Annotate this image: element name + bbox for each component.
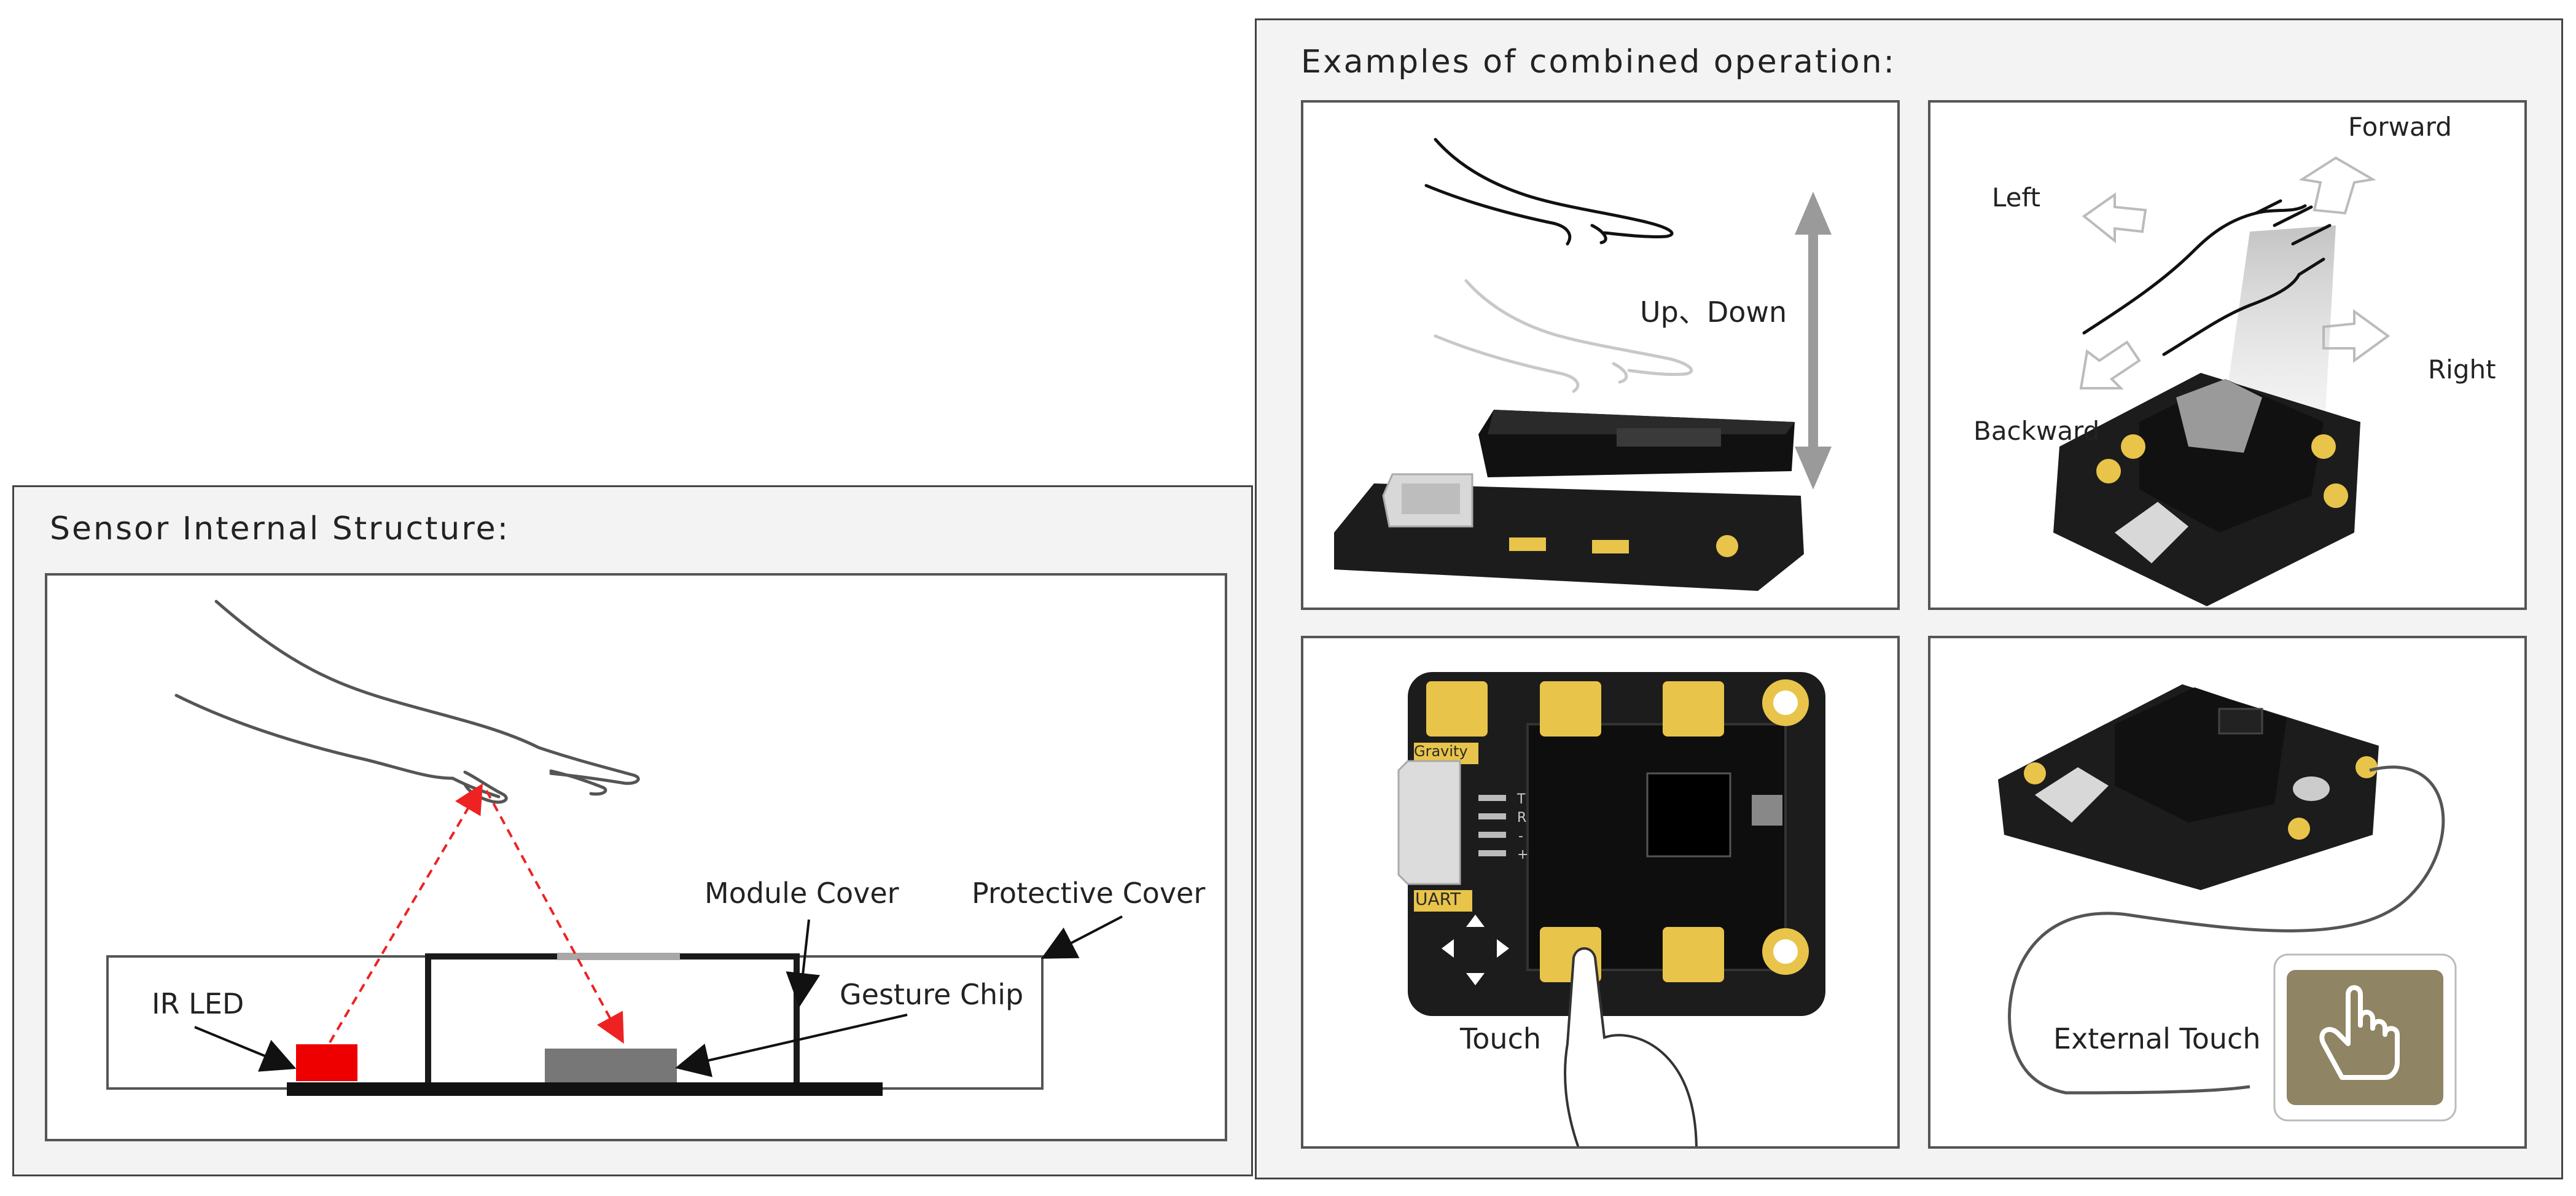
gesture-chip bbox=[545, 1049, 677, 1082]
ir-led bbox=[296, 1044, 357, 1081]
example-directions: Forward Left Right Backward bbox=[1928, 100, 2527, 610]
pin-label-3: - bbox=[1518, 829, 1523, 844]
sensor-board-icon bbox=[1397, 672, 1825, 1016]
finger-pointer-icon bbox=[2319, 985, 2400, 1080]
module-cover-window bbox=[557, 953, 680, 960]
label-forward: Forward bbox=[2348, 112, 2452, 142]
finger-pointer-icon bbox=[1564, 947, 1698, 1146]
examples-title: Examples of combined operation: bbox=[1301, 44, 1897, 80]
label-external-touch: External Touch bbox=[2053, 1022, 2261, 1055]
label-right: Right bbox=[2428, 354, 2496, 385]
ir-beam-down bbox=[485, 790, 624, 1044]
examples-panel: Examples of combined operation: bbox=[1255, 18, 2563, 1179]
pin-label-2: R bbox=[1517, 810, 1527, 826]
structure-diagram-frame: IR LED Module Cover Protective Cover Ges… bbox=[45, 573, 1227, 1141]
label-connector-gravity: Gravity bbox=[1414, 743, 1468, 760]
double-arrow-icon bbox=[1795, 192, 1832, 490]
leader-module-cover bbox=[786, 919, 821, 1007]
hand-icon bbox=[1434, 279, 1693, 393]
label-up-down: Up、Down bbox=[1640, 295, 1787, 329]
label-ir-led: IR LED bbox=[152, 987, 244, 1020]
label-backward: Backward bbox=[1973, 416, 2100, 446]
label-module-cover: Module Cover bbox=[704, 877, 899, 910]
structure-panel: Sensor Internal Structure: bbox=[12, 485, 1253, 1176]
cable-icon bbox=[2008, 765, 2445, 1095]
sensor-board-icon bbox=[1998, 684, 2379, 890]
pin-label-4: + bbox=[1517, 847, 1529, 862]
structure-diagram bbox=[106, 600, 1123, 1096]
sensor-board-icon bbox=[2053, 373, 2360, 606]
direction-arrow-icon bbox=[1442, 915, 1509, 985]
external-touch-button bbox=[2287, 970, 2443, 1105]
example-up-down: Up、Down bbox=[1301, 100, 1900, 610]
pin-label-1: T bbox=[1517, 792, 1526, 807]
label-left: Left bbox=[1992, 182, 2041, 213]
leader-ir-led bbox=[194, 1026, 297, 1072]
example-touch: Touch Gravity UART T R - + bbox=[1301, 636, 1900, 1149]
direction-arrow-icon bbox=[2079, 156, 2391, 389]
label-connector-uart: UART bbox=[1415, 889, 1461, 909]
structure-title: Sensor Internal Structure: bbox=[50, 510, 510, 547]
hand-icon bbox=[174, 600, 640, 804]
sensor-board-icon bbox=[1334, 410, 1804, 591]
label-gesture-chip: Gesture Chip bbox=[840, 978, 1024, 1011]
hand-icon bbox=[1424, 138, 1674, 246]
example-external-touch: External Touch bbox=[1928, 636, 2527, 1149]
label-protective-cover: Protective Cover bbox=[972, 877, 1206, 910]
label-touch: Touch bbox=[1460, 1022, 1542, 1055]
base-plate bbox=[287, 1082, 883, 1096]
leader-protective-cover bbox=[1040, 915, 1123, 959]
ir-beam-up bbox=[329, 783, 483, 1044]
leader-gesture-chip bbox=[675, 1014, 908, 1077]
hand-icon bbox=[2082, 199, 2332, 356]
